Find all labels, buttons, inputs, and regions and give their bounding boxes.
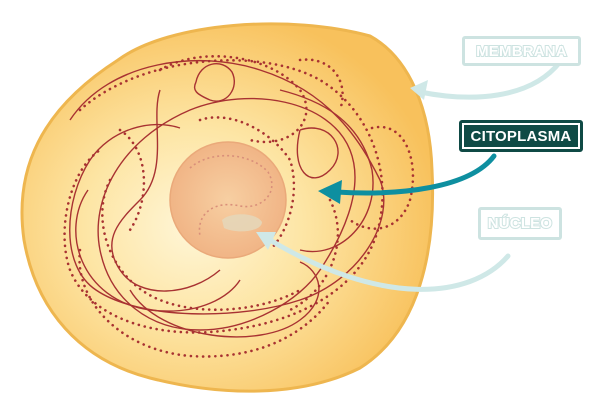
nucleo-arrow [267,237,511,292]
nucleo-arrowhead [256,232,276,250]
citoplasma-arrow [333,153,497,196]
membrana-arrow [417,59,563,100]
membrana-arrowhead [410,80,428,100]
label-nucleo: NÚCLEO [478,207,562,240]
label-membrana: MEMBRANA [462,36,581,66]
citoplasma-arrowhead [318,180,342,204]
nucleolus [222,214,262,232]
cytoplasm-strands-solid [69,59,385,338]
label-citoplasma: CITOPLASMA [459,120,583,152]
nucleus-chromatin [189,154,273,237]
